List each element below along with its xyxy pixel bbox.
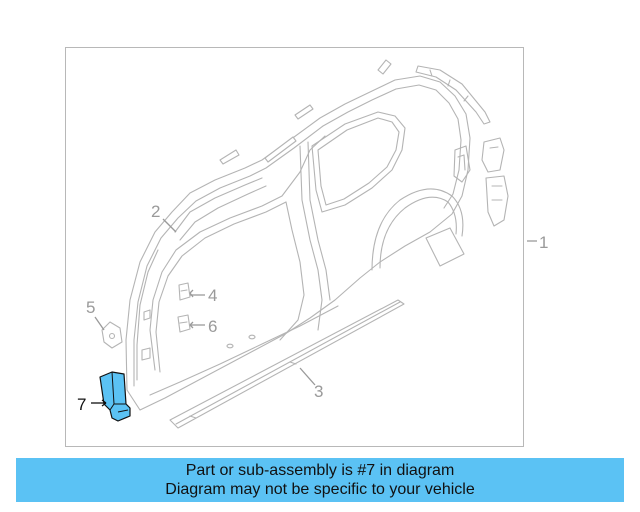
callout-leaders <box>91 218 537 407</box>
callout-5: 5 <box>86 298 95 317</box>
banner-line-2: Diagram may not be specific to your vehi… <box>165 481 475 498</box>
callout-4: 4 <box>208 286 217 305</box>
bracket-part-4 <box>178 282 191 301</box>
highlighted-part-7 <box>99 371 131 422</box>
rocker-sill-part-3 <box>169 299 405 429</box>
diagram-frame <box>65 47 524 447</box>
rear-bracket-parts <box>425 137 509 267</box>
callout-2: 2 <box>151 202 160 221</box>
bracket-part-5 <box>101 321 123 349</box>
bracket-part-6 <box>177 314 191 333</box>
callout-6: 6 <box>208 317 217 336</box>
info-banner: Part or sub-assembly is #7 in diagram Di… <box>16 458 624 502</box>
callout-3: 3 <box>314 382 323 401</box>
banner-line-1: Part or sub-assembly is #7 in diagram <box>185 462 455 479</box>
body-side-panel <box>125 75 471 411</box>
callout-7: 7 <box>77 395 86 414</box>
callout-1: 1 <box>539 233 548 252</box>
roof-trim-pieces <box>219 59 491 165</box>
